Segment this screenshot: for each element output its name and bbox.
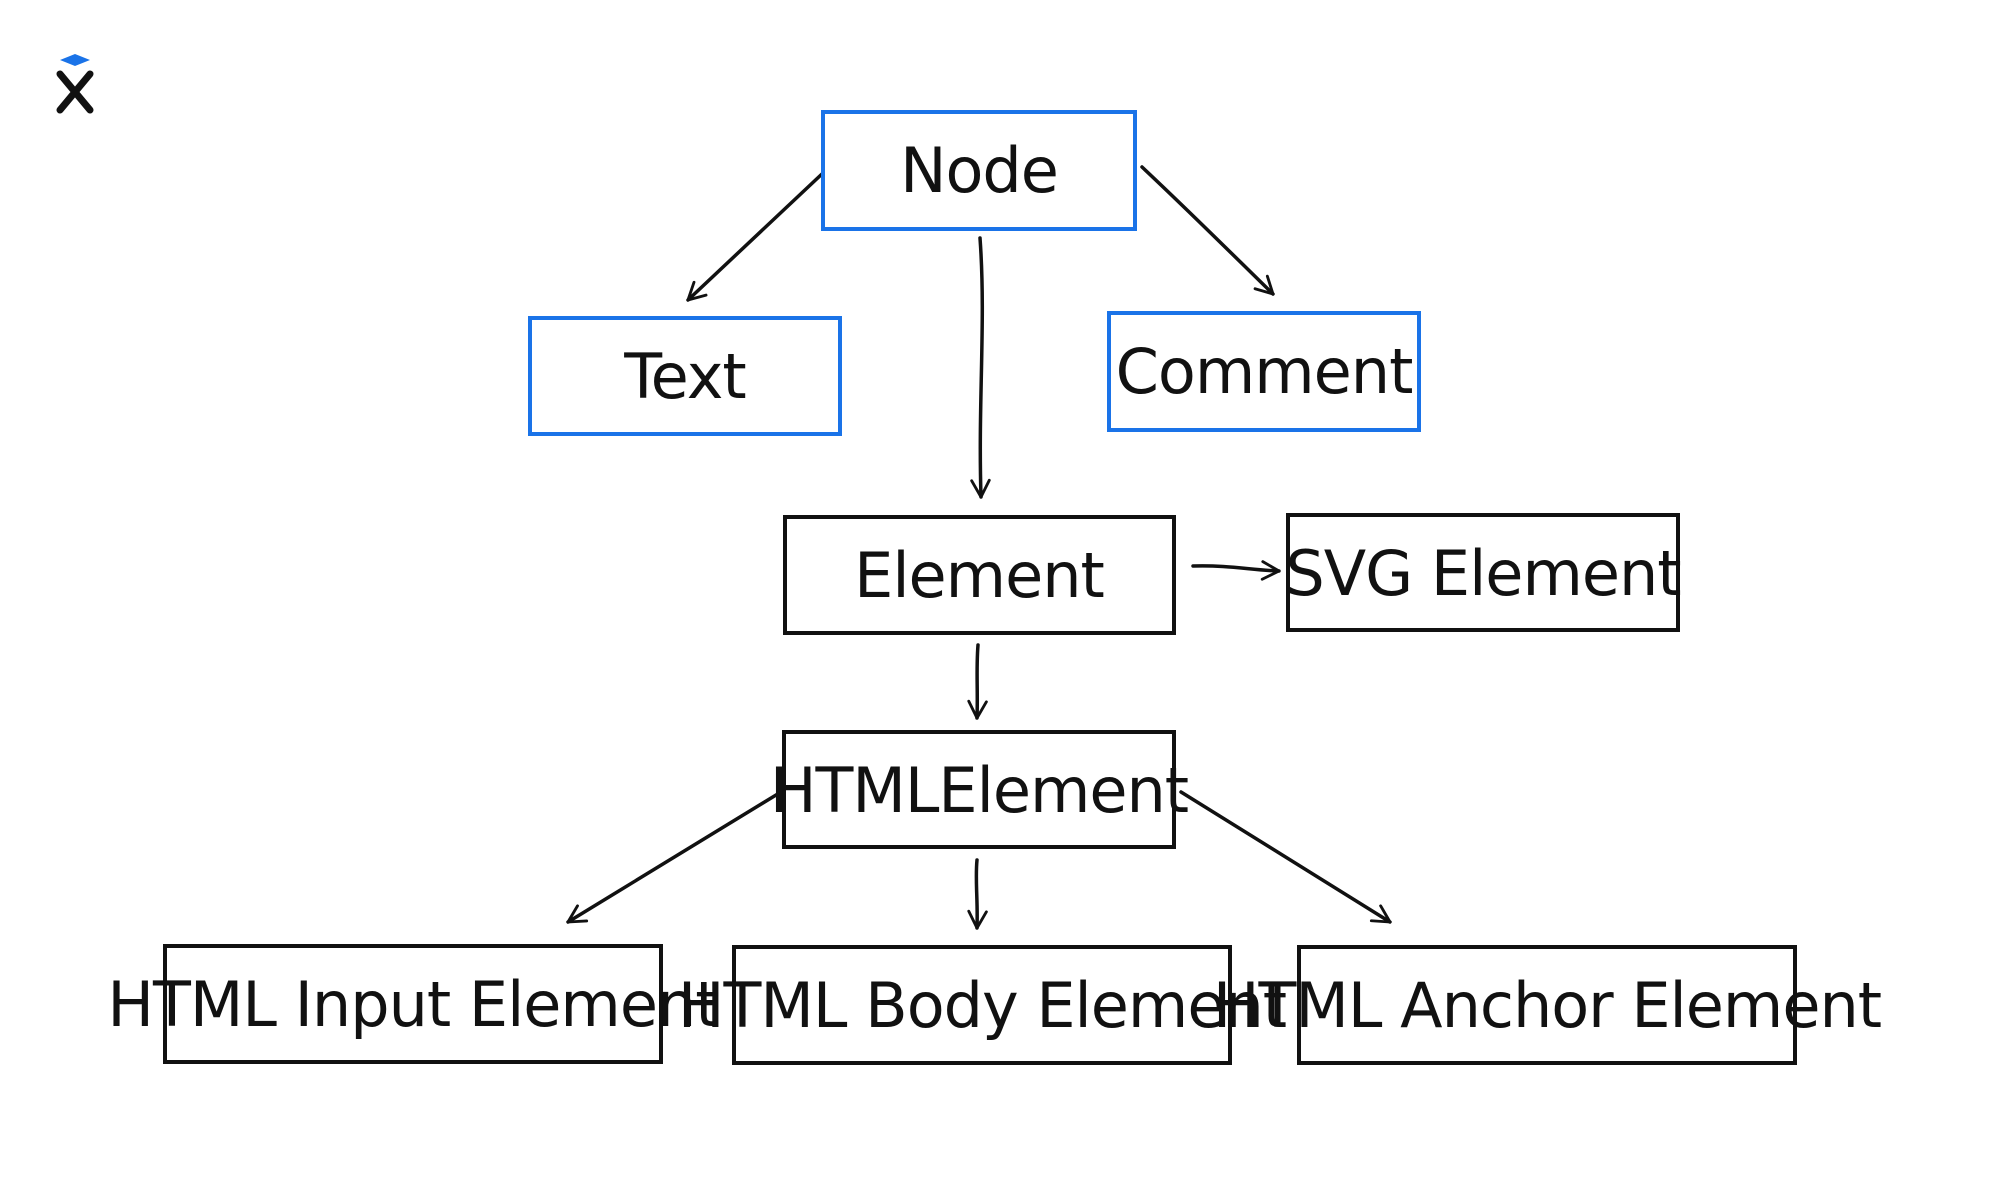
edge-node-to-comment	[1140, 165, 1275, 296]
edge-html-element-to-html-anchor-element	[1179, 790, 1392, 924]
node-box-node-border	[821, 110, 1137, 231]
node-label-node: Node	[900, 134, 1058, 207]
node-label-html-body-element: HTML Body Element	[678, 969, 1286, 1042]
node-box-html-body-element-border	[732, 945, 1232, 1065]
edges-layer	[566, 165, 1392, 930]
node-box-html-element-border	[782, 730, 1176, 849]
node-box-html-anchor-element: HTML Anchor Element	[1213, 945, 1882, 1065]
node-box-html-body-element: HTML Body Element	[678, 945, 1287, 1065]
node-label-text: Text	[623, 340, 745, 413]
node-box-html-input-element-border	[163, 944, 663, 1064]
node-box-text: Text	[528, 316, 842, 436]
node-box-element: Element	[783, 515, 1176, 635]
edge-html-element-to-html-input-element	[566, 790, 783, 924]
edge-element-to-svg-element	[1191, 560, 1281, 581]
node-label-comment: Comment	[1116, 335, 1413, 408]
edge-node-to-element	[970, 236, 991, 499]
node-box-text-border	[528, 316, 842, 436]
edge-element-to-html-element	[967, 643, 988, 720]
edge-node-to-text	[686, 171, 825, 302]
node-box-node: Node	[821, 110, 1137, 231]
node-box-svg-element-border	[1286, 513, 1680, 632]
edge-html-element-to-html-body-element	[967, 858, 988, 930]
node-label-html-input-element: HTML Input Element	[107, 968, 718, 1041]
node-box-html-element: HTMLElement	[770, 730, 1189, 849]
x-cube-logo-icon	[56, 54, 94, 114]
logo-x-mark	[56, 70, 94, 114]
node-label-element: Element	[854, 539, 1104, 612]
node-box-comment: Comment	[1107, 311, 1421, 432]
node-box-svg-element: SVG Element	[1285, 513, 1682, 632]
node-label-html-anchor-element: HTML Anchor Element	[1213, 969, 1881, 1042]
node-label-html-element: HTMLElement	[770, 754, 1188, 827]
node-box-html-anchor-element-border	[1297, 945, 1797, 1065]
node-box-html-input-element: HTML Input Element	[107, 944, 720, 1064]
nodes-layer: Node Text Comment Element SVG Element HT…	[107, 110, 1882, 1065]
node-box-comment-border	[1107, 311, 1421, 432]
node-label-svg-element: SVG Element	[1285, 537, 1680, 610]
node-box-element-border	[783, 515, 1176, 635]
logo-cube-top	[60, 54, 90, 66]
